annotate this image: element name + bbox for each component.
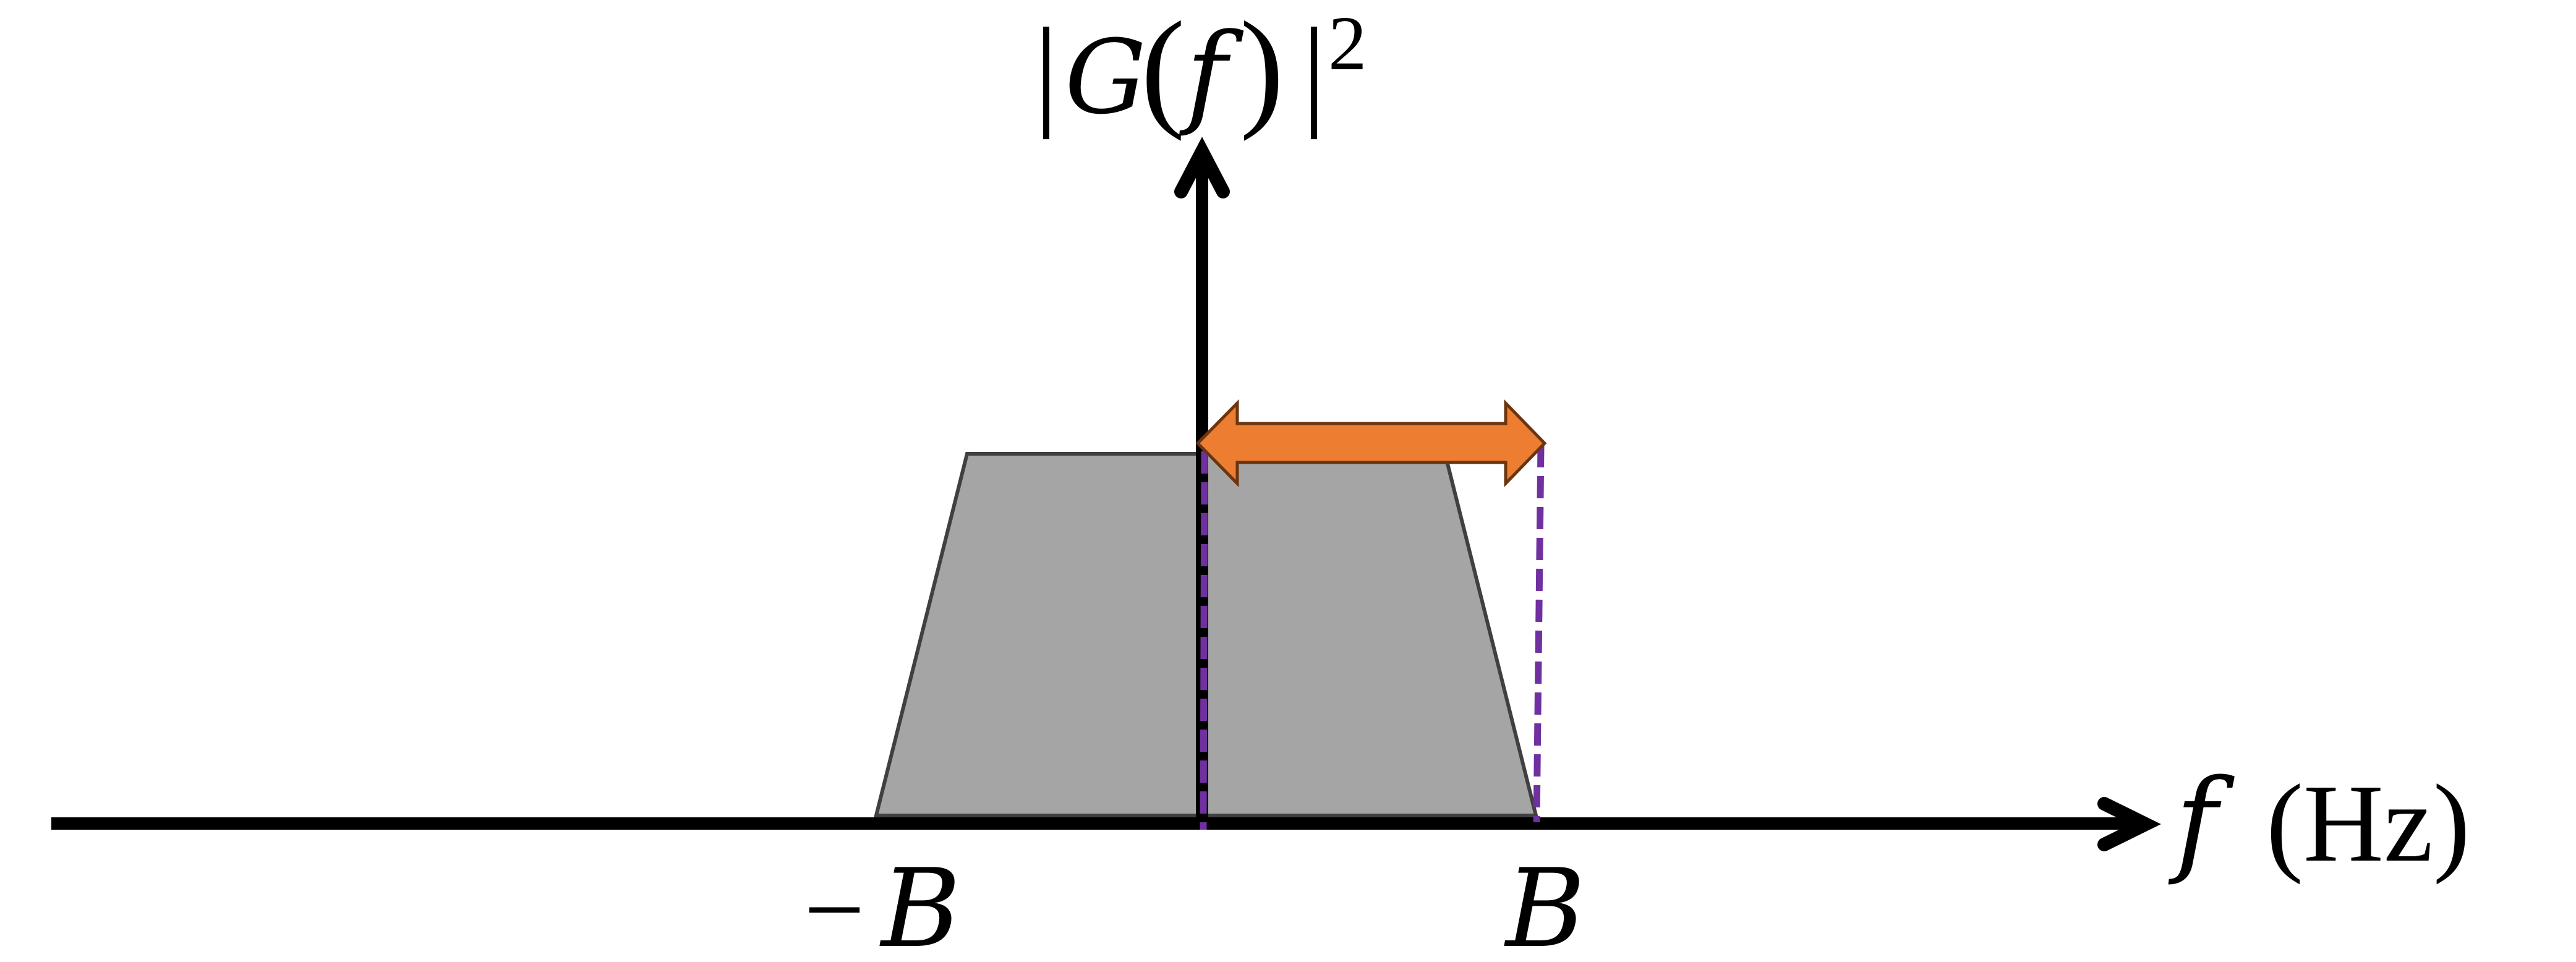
x-axis-arrowhead-icon [2097, 797, 2161, 851]
tick-neg-b: B [879, 846, 961, 962]
tick-neg-sign: − [804, 849, 865, 962]
dashed-marker-b [1533, 445, 1545, 823]
y-label-bar-left: | [1034, 3, 1059, 140]
bandwidth-double-arrow-icon [1195, 399, 1547, 488]
tick-label-pos-b: B [1504, 846, 1585, 962]
dashed-marker-zero [1200, 451, 1208, 830]
y-axis-label: | G ( f ) | 2 [1034, 0, 1367, 142]
y-axis-arrowhead-icon [1174, 137, 1230, 198]
y-label-bar-right: | [1302, 3, 1326, 140]
x-label-var: f [2168, 754, 2235, 888]
tick-label-neg-b: − B [804, 846, 961, 962]
y-label-var: f [1179, 10, 1244, 139]
y-label-exponent: 2 [1328, 1, 1367, 87]
y-label-paren-close: ) [1240, 0, 1284, 142]
x-axis-label: f (Hz) [2168, 754, 2470, 888]
x-label-unit: (Hz) [2266, 762, 2470, 885]
y-label-paren-open: ( [1141, 0, 1185, 142]
y-label-func: G [1065, 18, 1146, 137]
x-axis [51, 797, 2161, 851]
